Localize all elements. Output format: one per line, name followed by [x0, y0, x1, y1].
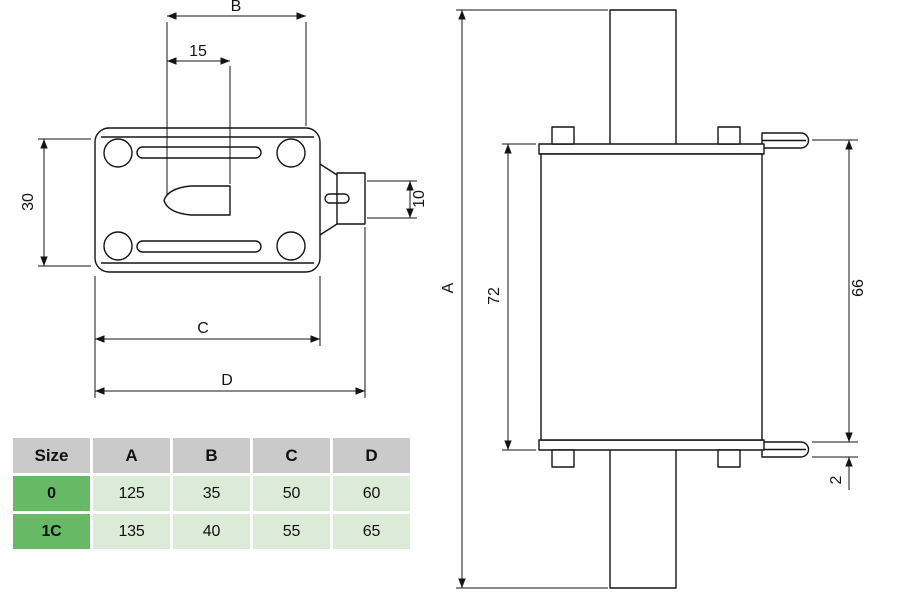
top-blade [609, 9, 677, 149]
value-a: 135 [93, 514, 170, 549]
mount-tab [336, 172, 366, 225]
dim-label-30: 30 [20, 193, 37, 211]
slot-top [136, 146, 262, 159]
header-row: Size A B C D [13, 438, 410, 473]
fuse-body [540, 153, 763, 441]
header-b: B [173, 438, 250, 473]
bottom-blade [609, 444, 677, 589]
size-label: 0 [13, 476, 90, 511]
base-outline [94, 127, 321, 273]
value-d: 65 [333, 514, 410, 549]
dim-label-15: 15 [189, 43, 207, 60]
bottom-bolt-right [717, 449, 741, 468]
header-size: Size [13, 438, 90, 473]
dim-label-72: 72 [486, 287, 503, 305]
tab-neck-top [319, 163, 338, 176]
dim-label-c: C [197, 320, 209, 337]
size-label: 1C [13, 514, 90, 549]
header-d: D [333, 438, 410, 473]
top-bolt-right [717, 126, 741, 145]
mount-hole-bottom-right [276, 231, 306, 261]
value-d: 60 [333, 476, 410, 511]
top-view [94, 127, 366, 273]
dim-label-10: 10 [411, 190, 428, 208]
side-view-dimensions [456, 9, 858, 589]
header-a: A [93, 438, 170, 473]
mount-hole-top-left [103, 138, 133, 168]
dim-label-66: 66 [850, 279, 867, 297]
value-a: 125 [93, 476, 170, 511]
top-bolt-left [551, 126, 575, 145]
bottom-end-cap [538, 439, 765, 451]
table-row-size-0: 0 125 35 50 60 [13, 476, 410, 511]
dim-label-2: 2 [828, 475, 845, 484]
size-table-head: Size A B C D [13, 438, 410, 473]
top-view-dimensions [38, 12, 417, 398]
top-end-cap [538, 143, 765, 155]
side-view [538, 9, 810, 589]
tab-neck-bottom [319, 223, 338, 236]
size-table: Size A B C D 0 125 35 50 60 1C 135 40 55… [10, 435, 413, 552]
mount-hole-bottom-left [103, 231, 133, 261]
dim-label-b: B [231, 0, 242, 15]
bottom-bolt-left [551, 449, 575, 468]
dim-label-a: A [440, 282, 457, 293]
slot-bottom [136, 240, 262, 253]
mount-hole-top-right [276, 138, 306, 168]
header-c: C [253, 438, 330, 473]
terminal-pocket [163, 185, 231, 216]
value-b: 35 [173, 476, 250, 511]
size-table-body: 0 125 35 50 60 1C 135 40 55 65 [13, 476, 410, 549]
value-b: 40 [173, 514, 250, 549]
dim-label-d: D [221, 372, 233, 389]
value-c: 50 [253, 476, 330, 511]
table-row-size-1c: 1C 135 40 55 65 [13, 514, 410, 549]
mount-tab-slot [324, 193, 350, 204]
value-c: 55 [253, 514, 330, 549]
